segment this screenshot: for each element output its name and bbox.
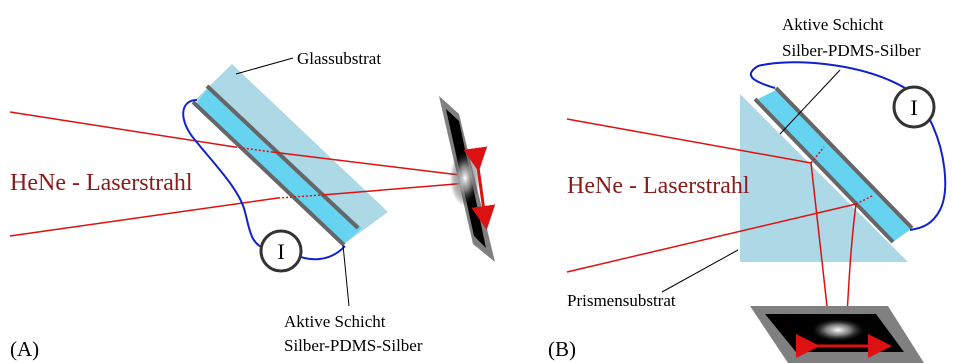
meter-label-b: I	[910, 95, 917, 120]
meter-label-a: I	[277, 239, 284, 264]
prism-substrate	[740, 94, 908, 262]
laser-label-a: HeNe - Laserstrahl	[10, 170, 193, 196]
active-layer-label-b-line1: Aktive Schicht	[782, 15, 884, 34]
current-meter-b	[892, 85, 936, 129]
panel-a: I Glassubstrat HeNe - Laserstrahl Aktive…	[9, 49, 496, 361]
panel-label-b: (B)	[548, 337, 576, 361]
glass-substrate-a	[196, 64, 388, 242]
silver-electrode-top-b	[774, 86, 914, 230]
active-layer-b	[758, 90, 911, 242]
silver-electrode-top-a	[205, 84, 360, 230]
laser-beams-a	[9, 111, 469, 237]
glass-substrate-label: Glassubstrat	[297, 49, 381, 68]
screen-b	[750, 306, 924, 363]
current-meter-a	[259, 229, 303, 273]
panel-label-a: (A)	[10, 337, 39, 361]
silver-electrode-bottom-a	[191, 100, 346, 247]
panel-b: I Aktive Schicht Silber-PDMS-Silber HeNe…	[548, 15, 947, 363]
wire-b	[750, 61, 947, 231]
screen-a	[439, 96, 496, 262]
active-layer-a	[195, 87, 362, 245]
active-layer-label-a-line1: Aktive Schicht	[284, 312, 386, 331]
laser-label-b: HeNe - Laserstrahl	[567, 173, 750, 199]
active-layer-label-a-line2: Silber-PDMS-Silber	[284, 336, 423, 355]
silver-electrode-bottom-b	[753, 97, 895, 244]
active-layer-label-b-line2: Silber-PDMS-Silber	[782, 41, 921, 60]
prism-substrate-label: Prismensubstrat	[567, 291, 676, 310]
deflection-arrow-a	[463, 146, 496, 230]
